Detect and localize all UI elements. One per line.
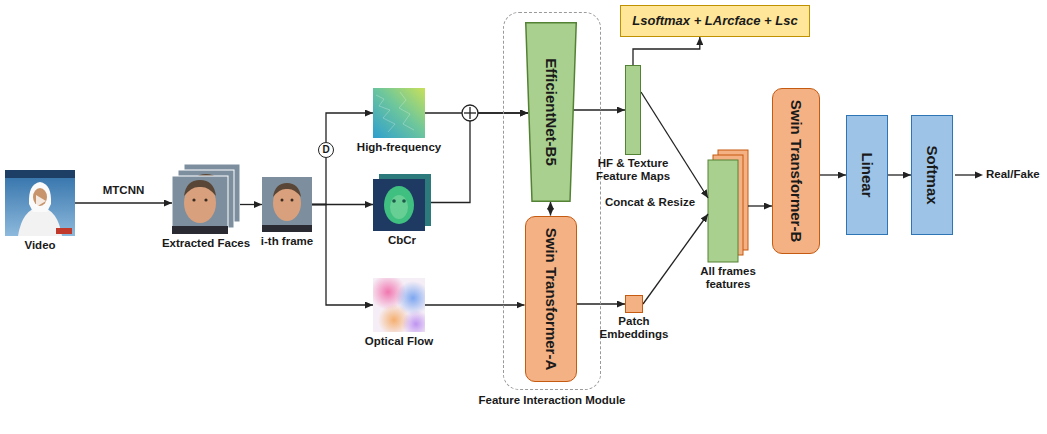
node-caption: Feature Interaction Module xyxy=(479,394,626,407)
linear-layer: Linear xyxy=(846,115,888,235)
edge-label: MTCNN xyxy=(102,184,146,197)
module-group: EfficientNet-B5Swin Transformer-AFeature… xyxy=(503,12,601,390)
node-label: Softmax xyxy=(923,145,940,204)
connector xyxy=(75,202,172,203)
cbcr-picture xyxy=(373,174,431,231)
connector xyxy=(240,204,262,205)
connector xyxy=(643,214,708,304)
video-thumbnail xyxy=(5,170,75,236)
frame-picture xyxy=(262,177,312,232)
connector xyxy=(820,174,846,175)
face-crops xyxy=(172,164,240,234)
frame-feature-stack xyxy=(708,150,748,262)
transformer-block: Swin Transformer-A xyxy=(525,216,577,382)
node-caption: Optical Flow xyxy=(365,335,433,348)
node-caption: Video xyxy=(24,239,55,252)
node-caption: i-th frame xyxy=(261,235,313,248)
trapezoid-shape xyxy=(525,22,576,201)
output-arrow xyxy=(955,172,983,179)
feature-stack: All frames features xyxy=(708,150,748,262)
node-label: Lsoftmax + LArcface + Lsc xyxy=(632,14,797,29)
high-frequency-picture xyxy=(373,88,425,138)
face-stack: Extracted Faces xyxy=(172,164,240,234)
connector xyxy=(326,113,373,142)
chroma-map: CbCr xyxy=(373,174,431,231)
feature-map: HF & Texture Feature Maps xyxy=(625,65,641,155)
connector xyxy=(573,109,625,110)
flow-map: Optical Flow xyxy=(373,278,425,332)
node-caption: HF & Texture Feature Maps xyxy=(590,157,676,183)
connector xyxy=(550,202,551,216)
node-label: Swin Transformer-A xyxy=(542,227,559,370)
output-label: Real/Fake xyxy=(985,168,1041,181)
softmax-layer: Softmax xyxy=(911,115,953,235)
connector xyxy=(312,158,326,205)
node-caption: All frames features xyxy=(693,265,763,291)
connector xyxy=(425,304,525,305)
connector xyxy=(888,174,911,175)
transformer-block: Swin Transformer-B xyxy=(772,88,820,254)
connector xyxy=(633,37,700,65)
node-label: Swin Transformer-B xyxy=(787,100,804,243)
node-caption: High-frequency xyxy=(357,141,441,154)
optical-flow-picture xyxy=(373,278,425,332)
embedding-box: Patch Embeddings xyxy=(625,295,643,313)
node-caption: CbCr xyxy=(388,234,416,247)
node-label: Linear xyxy=(858,152,875,197)
node-caption: Patch Embeddings xyxy=(599,315,669,341)
cnn-block: EfficientNet-B5 xyxy=(525,22,577,202)
connector xyxy=(431,113,528,203)
frequency-map: High-frequency xyxy=(373,88,425,138)
add-operator xyxy=(462,105,478,121)
operator-circle: D xyxy=(318,142,334,158)
loss-box: Lsoftmax + LArcface + Lsc xyxy=(620,5,810,37)
connector xyxy=(312,205,373,306)
node-caption: Extracted Faces xyxy=(162,237,250,250)
video-frame: Video xyxy=(5,170,75,236)
node-label: EfficientNet-B5 xyxy=(542,58,559,166)
merge-label: Concat & Resize xyxy=(604,196,696,209)
node-label: D xyxy=(322,144,329,156)
frame-image: i-th frame xyxy=(262,177,312,232)
connector xyxy=(748,205,772,206)
